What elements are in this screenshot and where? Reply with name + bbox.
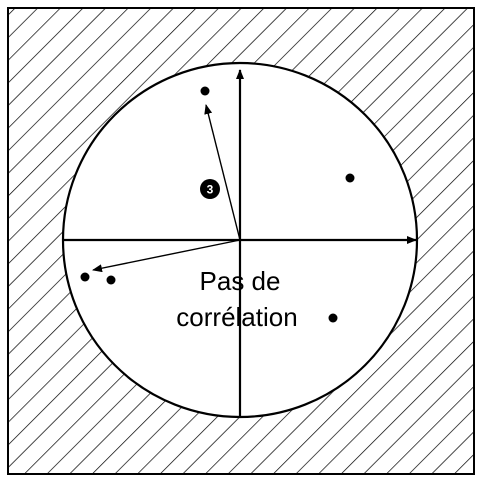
number-badge: 3 (200, 179, 220, 199)
point-left-1 (80, 272, 90, 282)
variable-arrow-upper (204, 104, 241, 241)
point-right (345, 173, 355, 183)
point-lower-right (328, 313, 338, 323)
badge-number: 3 (207, 183, 214, 197)
point-left-2 (106, 275, 116, 285)
variable-arrow-left (92, 239, 241, 273)
center-label-line1: Pas de (200, 266, 281, 296)
point-upper (200, 86, 210, 96)
center-label-line2: corrélation (176, 302, 297, 332)
